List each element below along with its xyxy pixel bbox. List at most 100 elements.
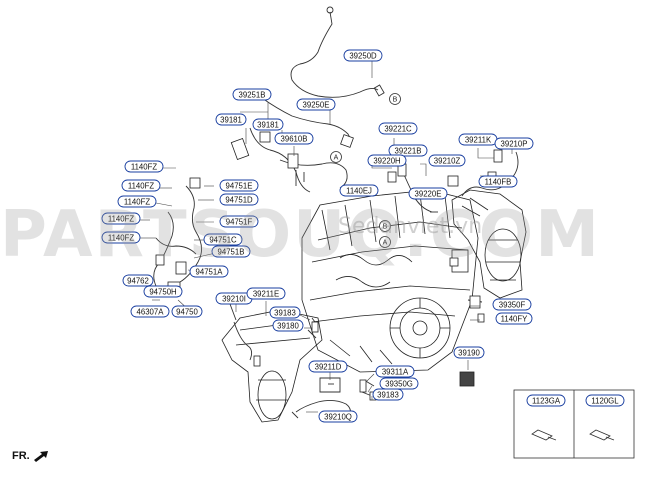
part-callout-label[interactable]: 39350F [499,301,526,310]
part-callout-label[interactable]: 39251B [239,91,266,100]
part-callout-label[interactable]: 94751D [225,196,253,205]
part-callout-1140ej[interactable]: 1140EJ [339,184,379,197]
part-callout-label[interactable]: 46307A [137,308,165,317]
part-callout-box[interactable] [246,287,286,300]
part-callout-39180[interactable]: 39180 [272,319,304,332]
part-callout-label[interactable]: 39211E [253,290,279,299]
part-callout-label[interactable]: 39221C [384,125,412,134]
part-callout-94750h[interactable]: 94750H [143,285,183,298]
part-callout-label[interactable]: 94751B [218,248,245,257]
part-callout-box[interactable] [130,305,170,318]
part-callout-box[interactable] [372,388,404,401]
part-callout-label[interactable]: 39250E [303,101,330,110]
part-callout-label[interactable]: 39183 [377,391,399,400]
part-callout-1140fb[interactable]: 1140FB [478,175,518,188]
part-callout-39251b[interactable]: 39251B [232,88,272,101]
part-callout-1140fz[interactable]: 1140FZ [121,179,161,192]
part-callout-39250e[interactable]: 39250E [296,98,336,111]
part-callout-label[interactable]: 39210I [222,295,246,304]
part-callout-label[interactable]: 1140FY [501,315,529,324]
part-callout-box[interactable] [453,346,485,359]
part-callout-label[interactable]: 39221B [395,147,422,156]
part-callout-label[interactable]: 39210P [501,140,528,149]
part-callout-94751a[interactable]: 94751A [189,265,229,278]
part-callout-label[interactable]: 1140FZ [108,234,135,243]
part-callout-label[interactable]: 39181 [257,121,279,130]
part-callout-1140fz[interactable]: 1140FZ [101,231,141,244]
part-callout-39211k[interactable]: 39211K [458,133,498,146]
part-callout-label[interactable]: 39211D [315,363,342,372]
part-callout-39220e[interactable]: 39220E [408,187,448,200]
part-callout-39183[interactable]: 39183 [269,306,301,319]
part-callout-39181[interactable]: 39181 [215,113,247,126]
part-callout-39221c[interactable]: 39221C [378,122,418,135]
part-callout-box[interactable] [494,137,534,150]
part-callout-label[interactable]: 94762 [127,277,149,286]
part-callout-label[interactable]: 39181 [220,116,242,125]
part-callout-39210p[interactable]: 39210P [494,137,534,150]
part-callout-39210q[interactable]: 39210Q [318,410,358,423]
part-callout-label[interactable]: 1123GA [532,397,561,406]
part-callout-label[interactable]: 94751F [226,218,253,227]
part-callout-label[interactable]: 39311A [382,368,409,377]
part-callout-box[interactable] [143,285,183,298]
part-callout-box[interactable] [308,360,348,373]
part-callout-box[interactable] [101,212,141,225]
part-callout-label[interactable]: 39180 [277,322,299,331]
part-callout-label[interactable]: 1120GL [591,397,619,406]
part-callout-box[interactable] [318,410,358,423]
part-callout-box[interactable] [526,394,566,407]
part-callout-label[interactable]: 39350G [385,380,413,389]
part-callout-label[interactable]: 39211K [465,136,492,145]
part-callout-box[interactable] [211,245,251,258]
part-callout-1120gl[interactable]: 1120GL [585,394,625,407]
part-callout-box[interactable] [428,154,466,167]
part-callout-box[interactable] [375,365,415,378]
part-callout-box[interactable] [388,144,428,157]
part-callout-1140fz[interactable]: 1140FZ [117,195,157,208]
part-callout-label[interactable]: 39610B [281,135,308,144]
part-callout-label[interactable]: 1140FZ [108,215,135,224]
part-callout-39220h[interactable]: 39220H [367,154,407,167]
part-callout-39350f[interactable]: 39350F [492,298,532,311]
part-callout-39210z[interactable]: 39210Z [428,154,466,167]
part-callout-box[interactable] [171,305,203,318]
part-callout-box[interactable] [215,113,247,126]
part-callout-box[interactable] [219,193,259,206]
part-callout-39350g[interactable]: 39350G [379,377,419,390]
part-callout-box[interactable] [272,319,304,332]
part-callout-1123ga[interactable]: 1123GA [526,394,566,407]
part-callout-39610b[interactable]: 39610B [274,132,314,145]
part-callout-94751c[interactable]: 94751C [203,233,243,246]
part-callout-box[interactable] [367,154,407,167]
part-callout-box[interactable] [252,118,284,131]
part-callout-box[interactable] [339,184,379,197]
part-callout-39221b[interactable]: 39221B [388,144,428,157]
part-callout-box[interactable] [296,98,336,111]
part-callout-94751f[interactable]: 94751F [219,215,259,228]
part-callout-label[interactable]: 94751A [196,268,224,277]
part-callout-94750[interactable]: 94750 [171,305,203,318]
part-callout-label[interactable]: 1140FZ [124,198,151,207]
part-callout-label[interactable]: 1140EJ [346,187,372,196]
part-callout-label[interactable]: 39210Q [324,413,352,422]
part-callout-box[interactable] [219,179,259,192]
part-callout-box[interactable] [121,179,161,192]
part-callout-label[interactable]: 94751E [226,182,253,191]
part-callout-box[interactable] [585,394,625,407]
part-callout-39190[interactable]: 39190 [453,346,485,359]
part-callout-box[interactable] [189,265,229,278]
part-callout-box[interactable] [478,175,518,188]
part-callout-label[interactable]: 39210Z [434,157,461,166]
part-callout-box[interactable] [232,88,272,101]
part-callout-1140fz[interactable]: 1140FZ [124,160,164,173]
part-callout-39211e[interactable]: 39211E [246,287,286,300]
part-callout-39250d[interactable]: 39250D [343,49,383,62]
part-callout-94751e[interactable]: 94751E [219,179,259,192]
part-callout-label[interactable]: 94751C [209,236,237,245]
part-callout-94751d[interactable]: 94751D [219,193,259,206]
part-callout-box[interactable] [101,231,141,244]
part-callout-box[interactable] [378,122,418,135]
part-callout-box[interactable] [343,49,383,62]
part-callout-1140fz[interactable]: 1140FZ [101,212,141,225]
